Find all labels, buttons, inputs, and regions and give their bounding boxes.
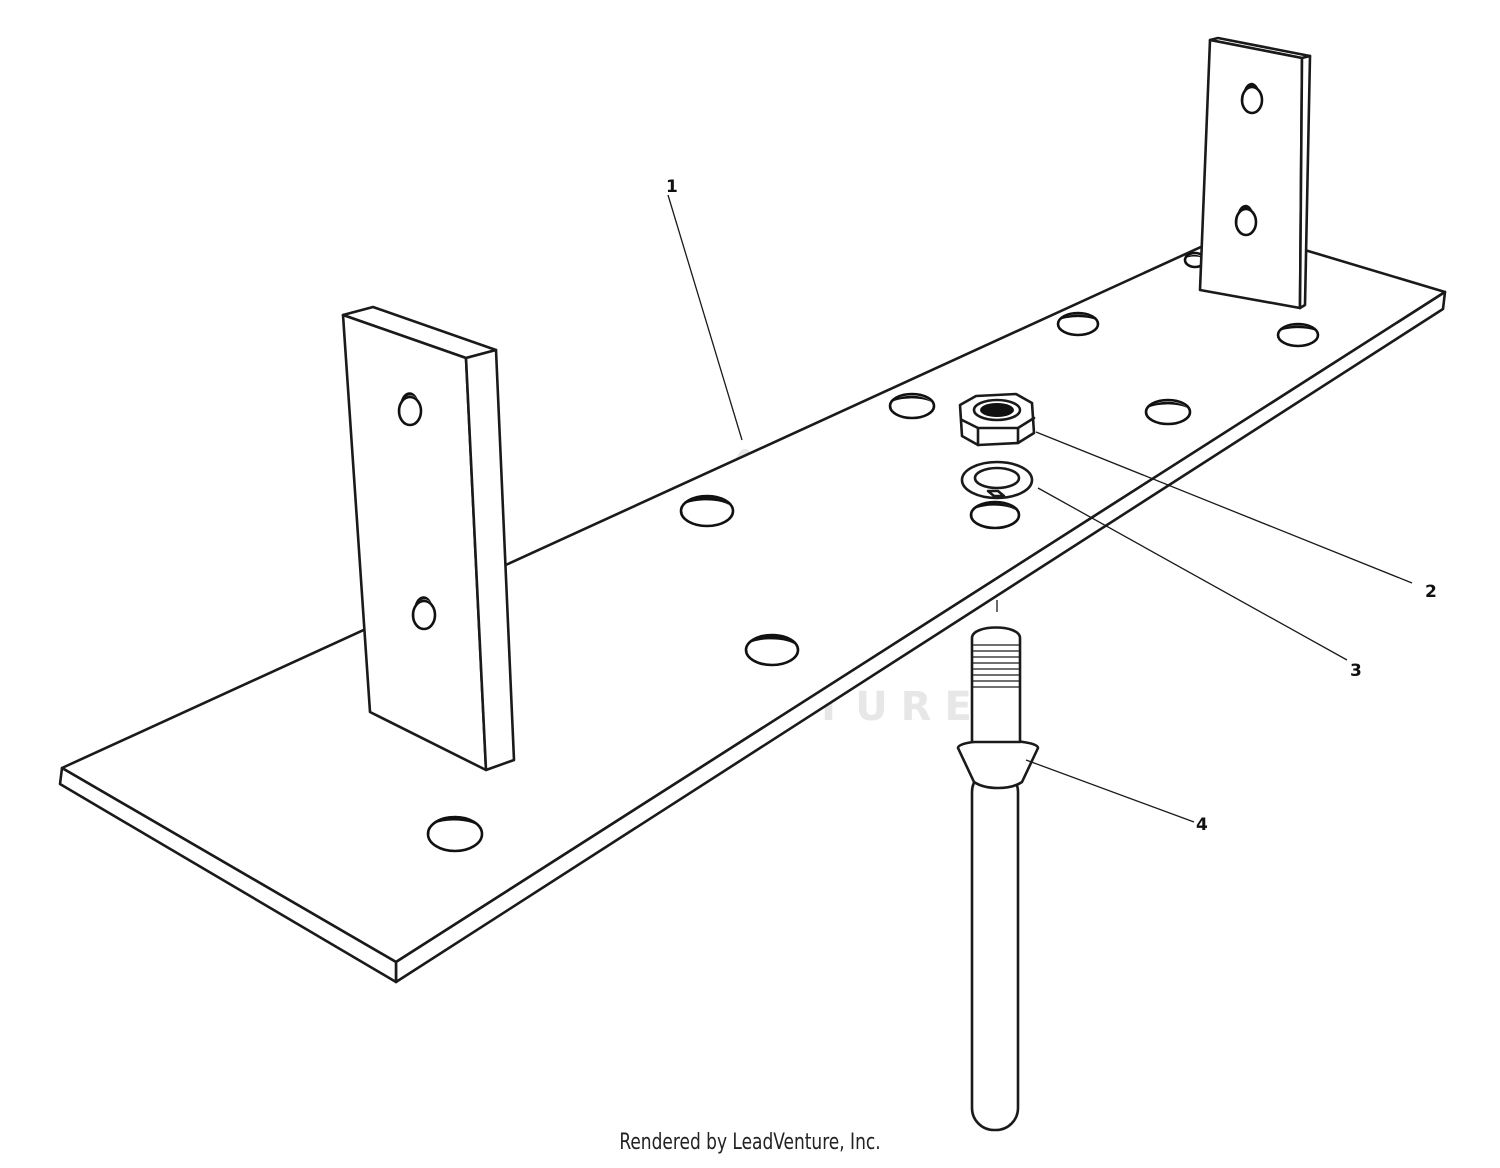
footer-credit: Rendered by LeadVenture, Inc. (619, 1130, 881, 1155)
callout-4: 4 (1196, 815, 1208, 835)
callout-3: 3 (1350, 661, 1362, 681)
right-bracket (1198, 36, 1312, 310)
leader-line-3 (1037, 487, 1348, 661)
plate-hole (969, 500, 1021, 530)
plate-hole (1276, 322, 1320, 348)
plate-holes (426, 251, 1320, 853)
left-bracket-side (464, 348, 516, 772)
plate-hole (679, 494, 735, 528)
right-bracket-side (1298, 54, 1312, 310)
left-bracket (341, 305, 516, 772)
leader-lines (667, 194, 1413, 823)
leader-line-2 (1035, 431, 1413, 584)
callout-2: 2 (1425, 582, 1437, 602)
base-plate-left-edge (58, 766, 398, 984)
left-bracket-hole-upper (397, 392, 423, 427)
hex-nut (958, 392, 1036, 447)
right-bracket-hole-lower (1234, 204, 1258, 237)
right-bracket-hole-upper (1240, 82, 1264, 115)
plate-hole (1144, 398, 1192, 426)
callout-1: 1 (666, 177, 678, 197)
base-plate (58, 228, 1447, 984)
callouts: 1 2 3 4 (666, 177, 1437, 835)
plate-hole (744, 633, 800, 667)
leader-line-1 (667, 194, 743, 441)
base-plate-top-face (60, 228, 1447, 964)
plate-hole (426, 815, 484, 853)
stud-bolt (956, 626, 1040, 1132)
right-bracket-front (1198, 38, 1304, 310)
stud-bolt-threads (972, 644, 1020, 688)
plate-hole (1056, 311, 1100, 337)
leader-line-4 (1025, 759, 1195, 823)
left-bracket-hole-lower (411, 596, 437, 631)
plate-hole (888, 392, 936, 420)
lock-washer (960, 460, 1034, 500)
